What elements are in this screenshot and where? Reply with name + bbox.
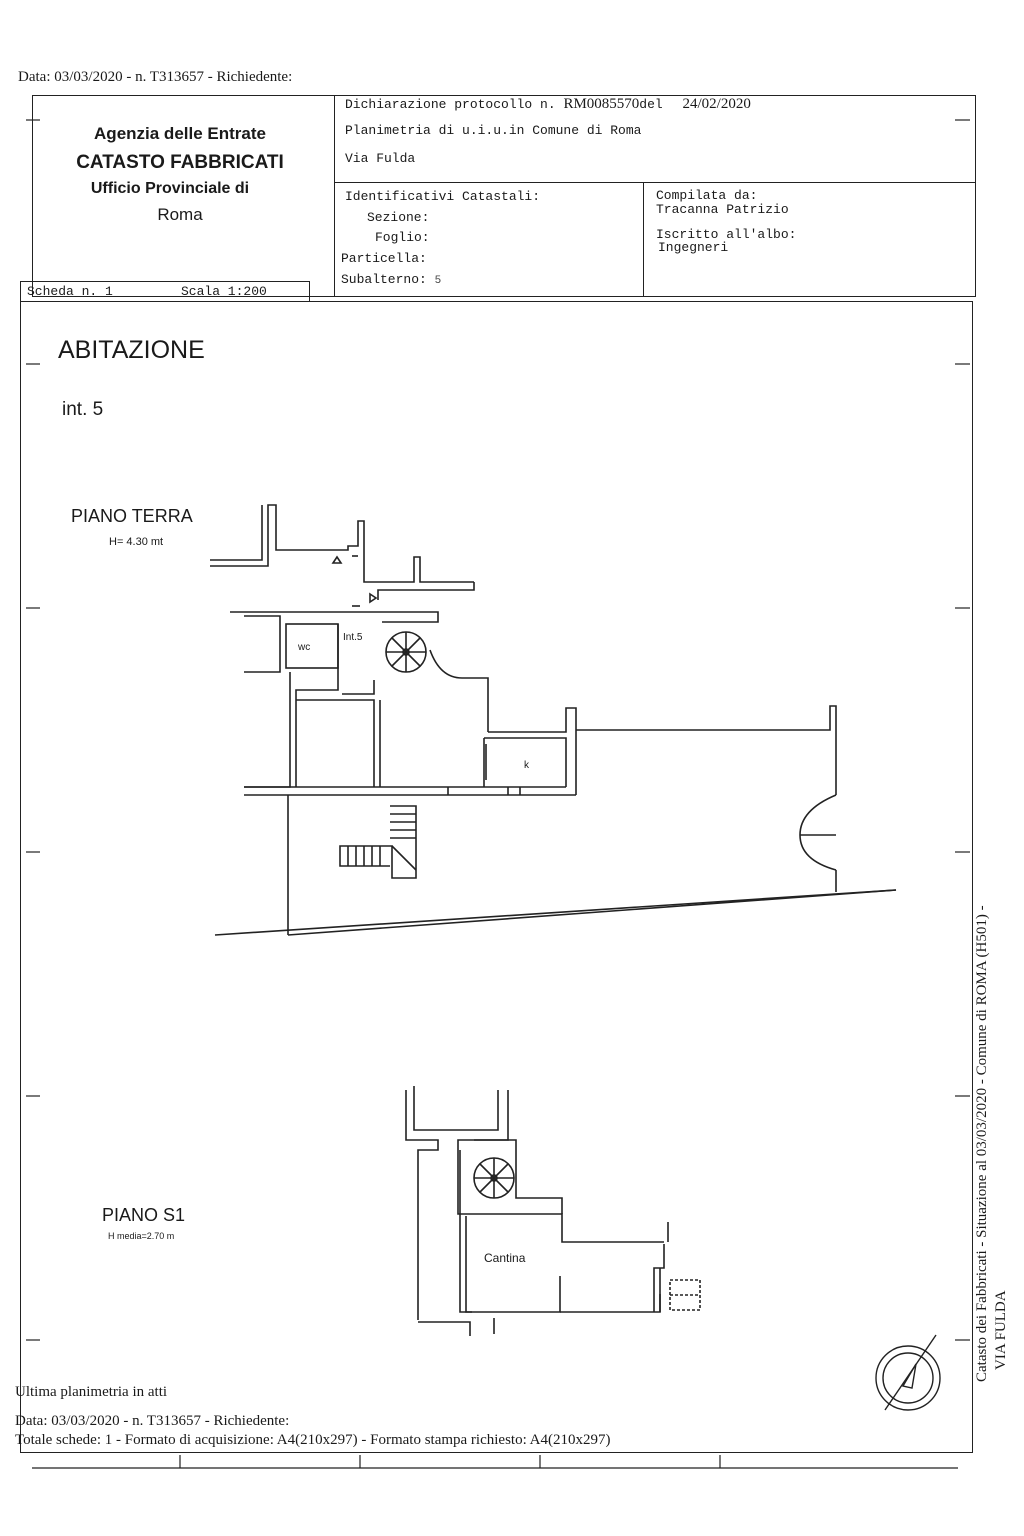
- street-line: Via Fulda: [345, 151, 416, 166]
- declaration-number: RM0085570: [563, 96, 640, 112]
- footer-totale: Totale schede: 1 - Formato di acquisizio…: [15, 1432, 611, 1448]
- room-label-k: k: [524, 760, 529, 771]
- side-street-line: VIA FULDA: [993, 1290, 1009, 1370]
- sezione-label: Sezione:: [367, 210, 430, 225]
- scheda-number: Scheda n. 1: [27, 284, 113, 299]
- room-label-wc: wc: [298, 642, 311, 653]
- particella-label: Particella:: [341, 251, 427, 266]
- planimetria-line: Planimetria di u.i.u.in Comune di Roma: [345, 123, 642, 138]
- room-label-int5: Int.5: [343, 632, 363, 643]
- unit-type-title: ABITAZIONE: [58, 336, 205, 364]
- north-arrow-icon: [875, 1334, 941, 1411]
- declaration-del: del: [639, 97, 663, 112]
- albo-title: Iscritto all'albo:: [656, 227, 797, 242]
- subalterno-label: Subalterno:: [341, 272, 427, 287]
- header-right-box: [334, 95, 976, 297]
- scheda-scale: Scala 1:200: [181, 284, 267, 299]
- catasto-title: CATASTO FABBRICATI: [76, 152, 284, 173]
- subalterno-row: Subalterno: 5: [341, 272, 441, 287]
- side-status-line: Catasto dei Fabbricati - Situazione al 0…: [974, 905, 990, 1382]
- frame-tick-marks: [26, 119, 970, 1469]
- subalterno-value: 5: [434, 275, 442, 287]
- agency-name: Agenzia delle Entrate: [94, 124, 266, 143]
- piano-s1-title: PIANO S1: [102, 1205, 186, 1225]
- foglio-label: Foglio:: [375, 230, 430, 245]
- ufficio-city: Roma: [157, 205, 203, 224]
- declaration-line: Dichiarazione protocollo n. RM0085570del…: [345, 96, 751, 113]
- drawing-frame: [20, 301, 973, 1453]
- albo-value: Ingegneri: [658, 240, 729, 255]
- declaration-date: 24/02/2020: [682, 96, 751, 112]
- declaration-prefix: Dichiarazione protocollo n.: [345, 97, 556, 112]
- unit-interno: int. 5: [62, 399, 104, 420]
- footer-data: Data: 03/03/2020 - n. T313657 - Richiede…: [15, 1413, 290, 1429]
- footer-ultima: Ultima planimetria in atti: [15, 1384, 168, 1400]
- top-request-line: Data: 03/03/2020 - n. T313657 - Richiede…: [18, 69, 293, 85]
- compilata-title: Compilata da:: [656, 188, 758, 203]
- piano-s1-plan: [405, 1086, 701, 1336]
- piano-terra-height: H= 4.30 mt: [109, 536, 164, 548]
- piano-terra-plan: [210, 504, 897, 936]
- identificativi-title: Identificativi Catastali:: [345, 189, 541, 204]
- piano-s1-height: H media=2.70 m: [108, 1231, 175, 1241]
- room-label-cantina: Cantina: [484, 1251, 526, 1265]
- piano-terra-title: PIANO TERRA: [71, 506, 193, 526]
- ufficio-label: Ufficio Provinciale di: [90, 180, 250, 197]
- compilata-name: Tracanna Patrizio: [656, 202, 789, 217]
